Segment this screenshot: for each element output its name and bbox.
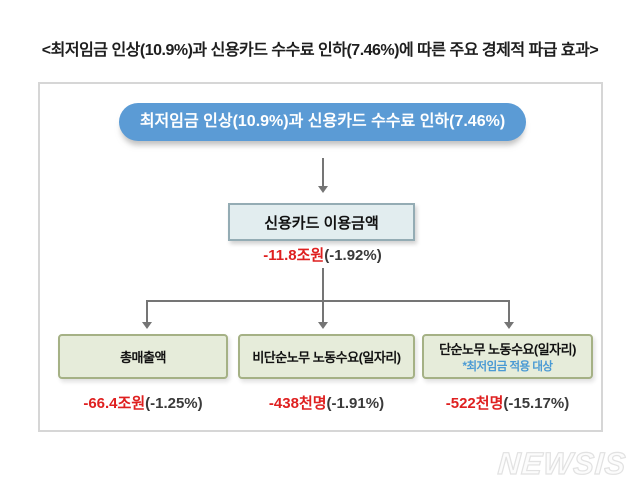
arrow-down-icon: [142, 322, 152, 329]
root-node-label: 최저임금 인상(10.9%)과 신용카드 수수료 인하(7.46%): [139, 113, 506, 130]
value-percent: (-1.91%): [326, 395, 385, 412]
leaf-node-note: *최저임금 적용 대상: [462, 361, 553, 373]
value-amount: -522천명: [445, 395, 504, 412]
leaf-node-nonsimple-labor: 비단순노무 노동수요(일자리): [238, 334, 415, 379]
leaf-node-value: -522천명(-15.17%): [422, 392, 593, 413]
mid-node-label: 신용카드 이용금액: [264, 214, 379, 232]
connector-line: [146, 300, 148, 323]
leaf-node-simple-labor: 단순노무 노동수요(일자리) *최저임금 적용 대상: [422, 334, 593, 379]
value-percent: (-1.92%): [324, 247, 382, 264]
value-percent: (-1.25%): [145, 395, 203, 412]
arrow-down-icon: [318, 186, 328, 193]
root-node: 최저임금 인상(10.9%)과 신용카드 수수료 인하(7.46%): [119, 103, 526, 141]
diagram-frame: 최저임금 인상(10.9%)과 신용카드 수수료 인하(7.46%) 신용카드 …: [38, 82, 603, 432]
value-amount: -11.8조원: [263, 247, 325, 264]
page-title: <최저임금 인상(10.9%)과 신용카드 수수료 인하(7.46%)에 따른 …: [41, 42, 599, 59]
arrow-down-icon: [318, 322, 328, 329]
connector-line: [322, 158, 324, 187]
connector-line: [322, 300, 324, 323]
leaf-node-value: -66.4조원(-1.25%): [58, 392, 228, 413]
leaf-node-label: 총매출액: [120, 350, 166, 365]
leaf-node-label: 단순노무 노동수요(일자리): [439, 342, 576, 357]
arrow-down-icon: [504, 322, 514, 329]
connector-line: [146, 300, 510, 302]
value-amount: -438천명: [268, 395, 327, 412]
connector-line: [508, 300, 510, 323]
leaf-node-total-sales: 총매출액: [58, 334, 228, 379]
leaf-node-label: 비단순노무 노동수요(일자리): [252, 350, 401, 365]
connector-line: [322, 268, 324, 300]
leaf-node-value: -438천명(-1.91%): [238, 392, 415, 413]
mid-node: 신용카드 이용금액: [228, 203, 415, 241]
value-amount: -66.4조원: [83, 395, 146, 412]
mid-node-value: -11.8조원(-1.92%): [40, 244, 605, 265]
value-percent: (-15.17%): [503, 395, 570, 412]
newsis-watermark: NEWSIS: [496, 445, 628, 481]
